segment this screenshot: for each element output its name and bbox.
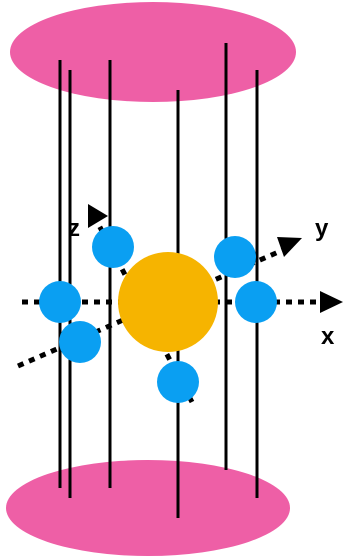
top-plate bbox=[10, 2, 296, 102]
ligand-atom-y-positive bbox=[214, 236, 256, 278]
z-axis-arrowhead bbox=[88, 204, 108, 228]
bottom-plate bbox=[6, 460, 290, 556]
center-atom bbox=[118, 252, 218, 352]
y-axis-arrowhead bbox=[277, 237, 302, 257]
x-axis-arrowhead bbox=[320, 291, 343, 313]
ligand-atom-x-negative bbox=[39, 281, 81, 323]
x-axis-label: x bbox=[321, 323, 335, 350]
ligand-atom-y-negative bbox=[59, 321, 101, 363]
ligand-atom-z-positive bbox=[92, 226, 134, 268]
z-axis-label: z bbox=[68, 215, 80, 242]
ligand-atom-z-negative bbox=[157, 361, 199, 403]
ligand-atoms bbox=[39, 226, 277, 403]
ligand-atom-x-positive bbox=[235, 281, 277, 323]
y-axis-label: y bbox=[315, 215, 329, 242]
